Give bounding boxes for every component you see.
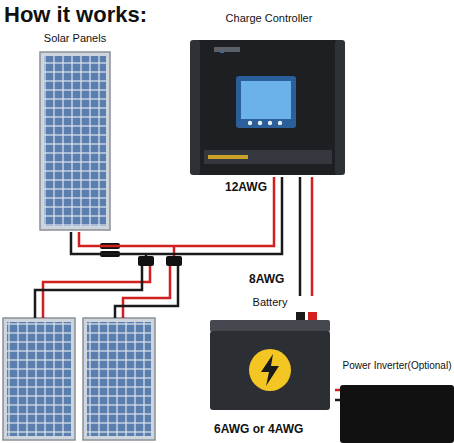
solar-panel-drawing <box>83 318 155 440</box>
red-wire <box>123 266 170 318</box>
charge-controller-drawing <box>190 40 345 175</box>
node-heading: Power Inverter(Optional) <box>340 360 454 372</box>
mc4-connector <box>166 256 182 266</box>
panel-frame <box>3 318 75 440</box>
black-wire <box>115 266 178 318</box>
cable-pair <box>300 177 312 296</box>
charge-controller: Charge Controller <box>188 12 350 177</box>
battery-lid <box>210 320 330 332</box>
controller-stripe <box>208 155 248 159</box>
battery-drawing <box>210 312 330 410</box>
controller-band <box>204 150 332 164</box>
red-cable <box>311 177 314 296</box>
battery: Battery <box>205 296 335 412</box>
node-heading: Battery <box>205 296 335 309</box>
button <box>278 121 282 125</box>
solar-panel-drawing <box>3 318 75 440</box>
button <box>248 121 252 125</box>
cable-pair <box>71 177 282 254</box>
panel-cells <box>7 322 71 436</box>
controller-body <box>190 40 345 175</box>
inverter-body <box>340 385 454 443</box>
lcd-screen <box>241 81 291 119</box>
controller-fin <box>190 40 200 175</box>
inverter-drawing <box>340 385 454 443</box>
wire-gauge-label: 12AWG <box>224 180 268 194</box>
black-wire <box>35 266 142 318</box>
mc4-connector <box>138 256 154 266</box>
battery-body <box>210 331 330 410</box>
screen-bezel <box>236 76 296 128</box>
panel-cells <box>44 56 106 226</box>
button <box>258 121 262 125</box>
controller-brand <box>214 47 240 52</box>
wire-gauge-label: 8AWG <box>248 272 285 286</box>
solar-panel: Solar Panels <box>30 32 120 232</box>
positive-terminal <box>308 312 317 321</box>
bolt-badge <box>249 349 291 391</box>
black-cable <box>335 399 340 402</box>
black-cable <box>71 177 282 254</box>
button <box>268 121 272 125</box>
power-inverter: Power Inverter(Optional) <box>340 360 454 443</box>
panel-frame <box>83 318 155 440</box>
red-cable <box>335 389 340 392</box>
panel-frame <box>40 52 110 230</box>
controller-fin <box>335 40 345 175</box>
title: How it works: <box>4 2 147 28</box>
red-wire <box>43 266 150 318</box>
black-cable <box>299 177 302 296</box>
wire-gauge-label: 6AWG or 4AWG <box>213 422 304 436</box>
cable-pair <box>335 390 340 400</box>
node-heading: Charge Controller <box>188 12 350 25</box>
panel-cells <box>87 322 151 436</box>
negative-terminal <box>296 312 305 321</box>
lightning-bolt <box>261 354 279 386</box>
red-cable <box>79 177 274 246</box>
solar-panel-drawing <box>40 52 110 230</box>
node-heading: Solar Panels <box>30 32 120 45</box>
panel-wires <box>35 246 178 318</box>
